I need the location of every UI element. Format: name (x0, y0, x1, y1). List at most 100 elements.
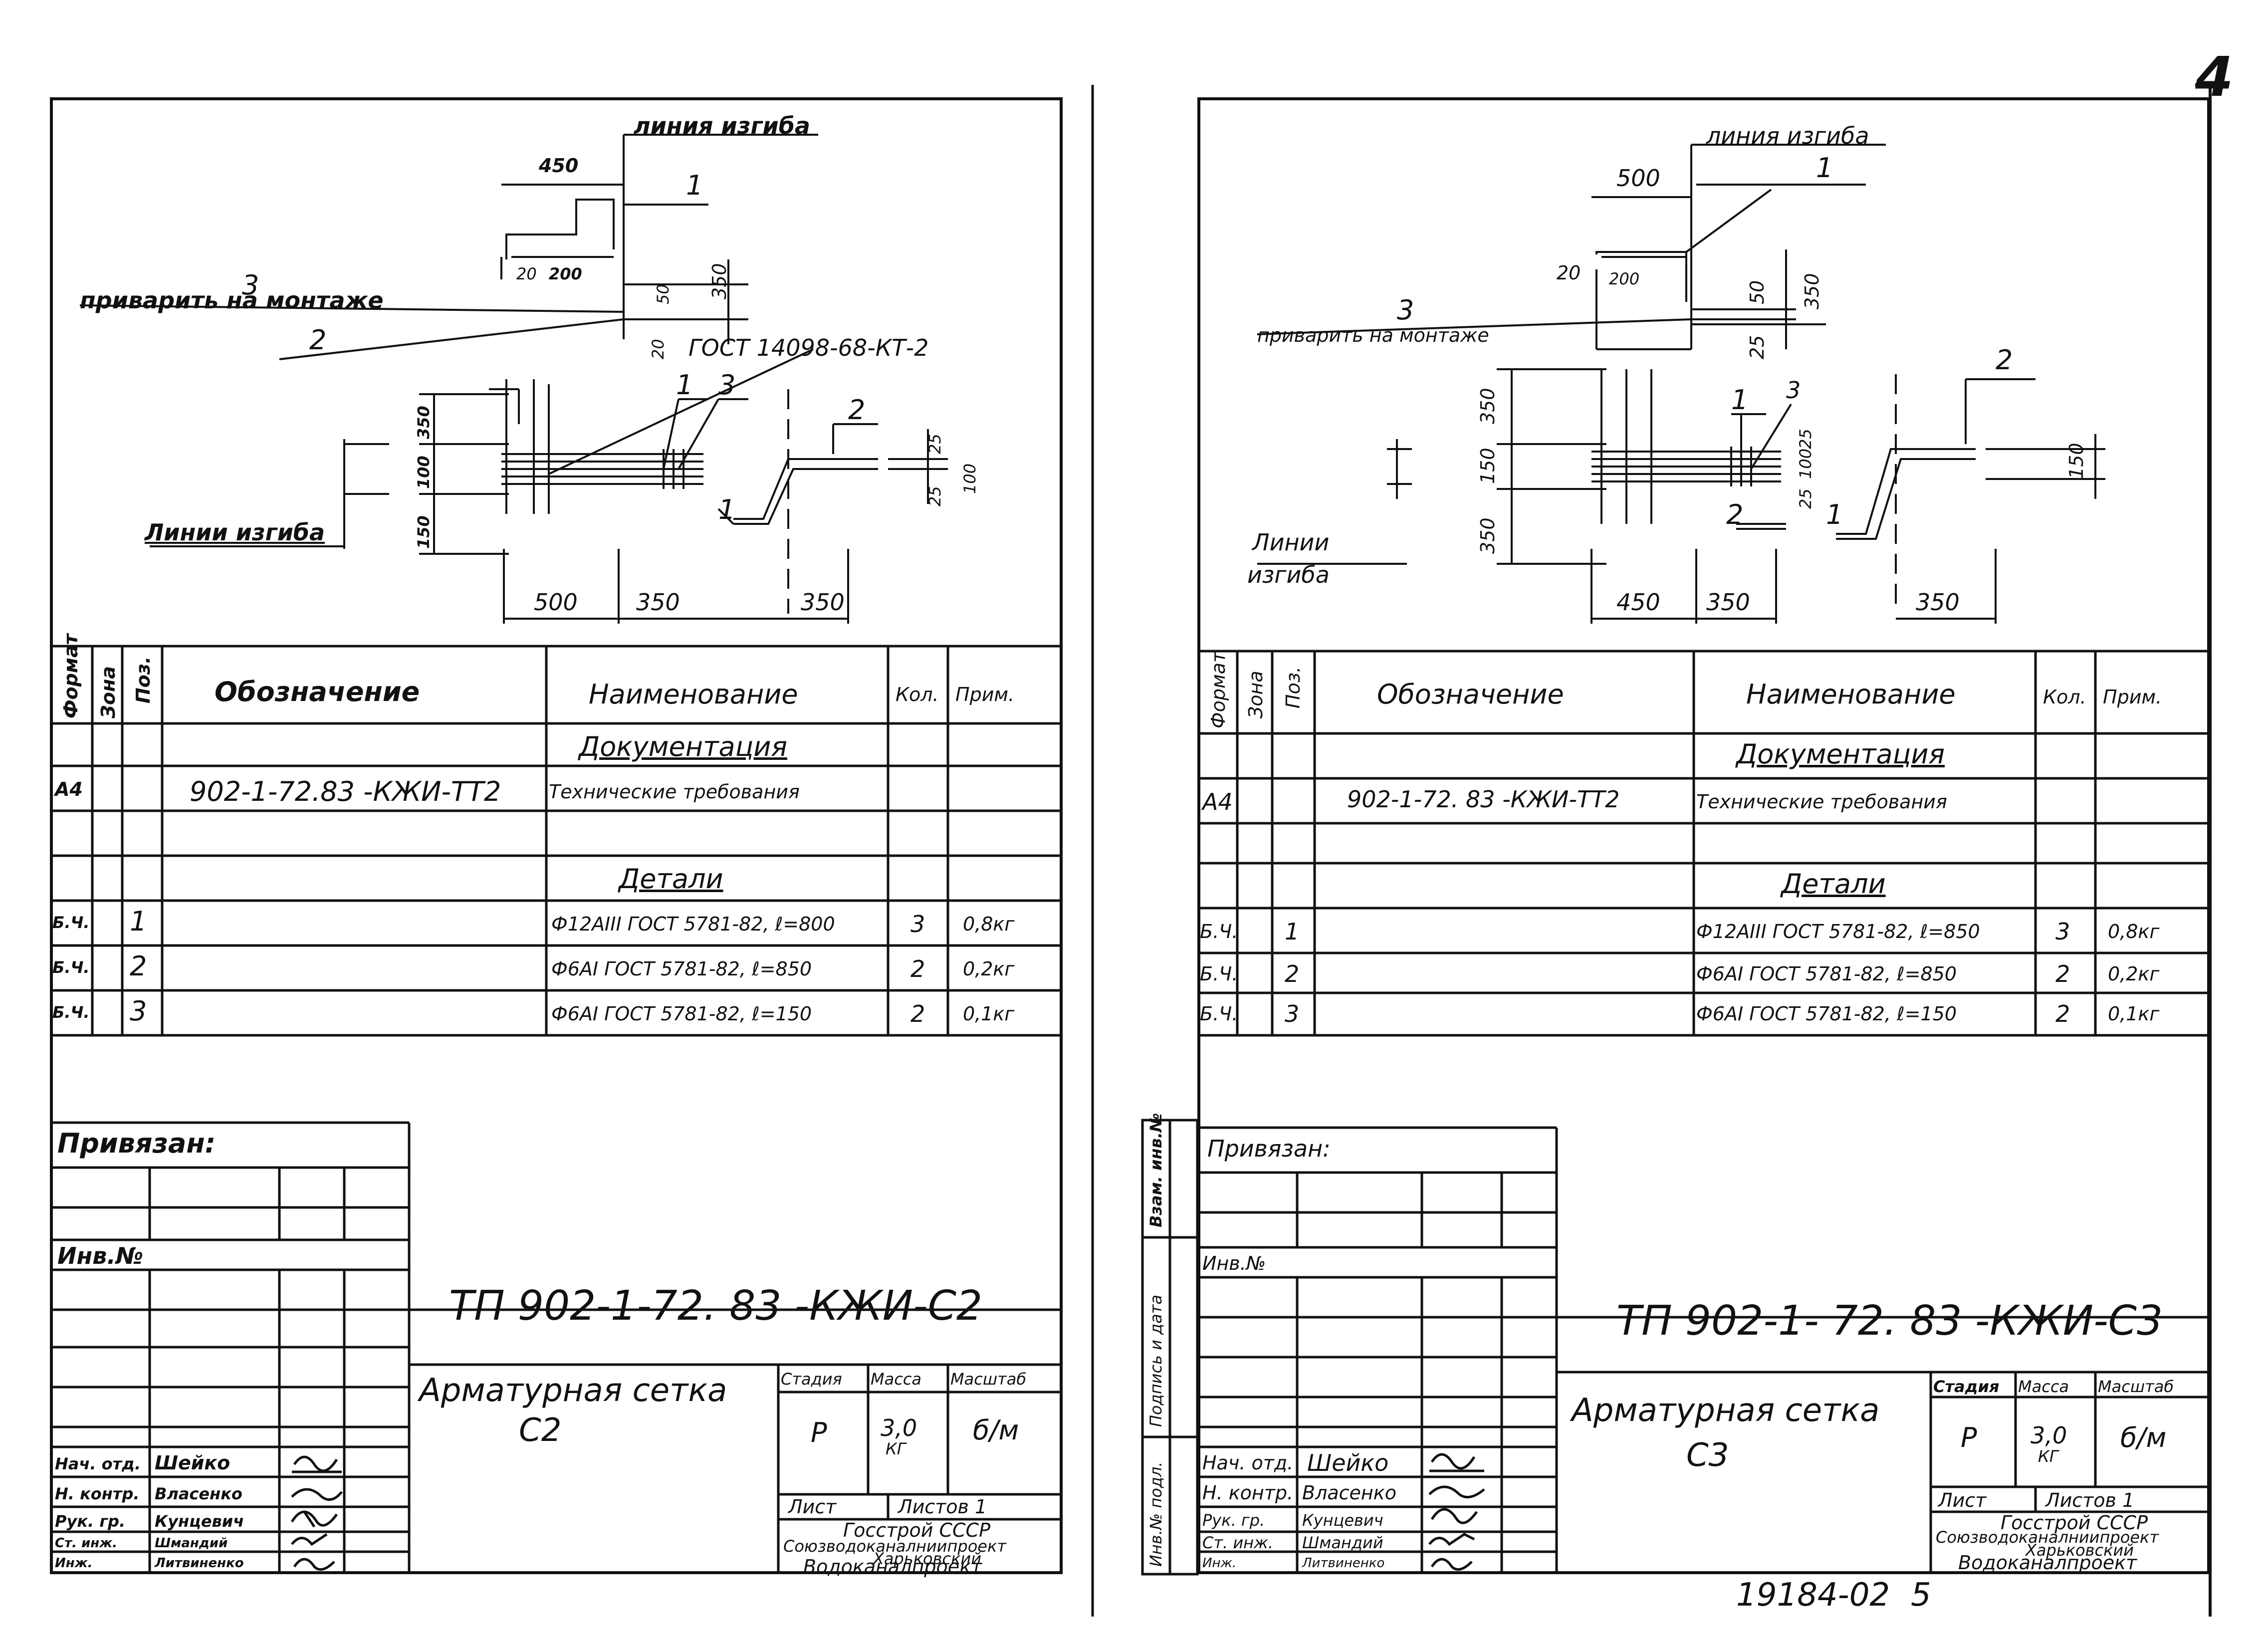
left-col-qty: Кол. (896, 684, 939, 706)
left-part1-note: 0,8кг (963, 913, 1015, 935)
right-part2-note: 0,2кг (2108, 963, 2160, 985)
right-tied-label: Привязан: (1207, 1135, 1331, 1162)
right-mass-header: Масса (2018, 1377, 2069, 1396)
right-dim-350b-h: 350 (1916, 589, 1960, 616)
left-bend-lines-label: Линии изгиба (145, 519, 325, 546)
archive-stamp: 19184-02 (1736, 1577, 1890, 1614)
right-org-line1: Госстрой СССР (2001, 1512, 2148, 1534)
left-stage-value: Р (811, 1417, 827, 1448)
right-col-designation: Обозначение (1377, 679, 1564, 710)
right-stage-value: Р (1961, 1422, 1977, 1453)
right-col-qty: Кол. (2043, 686, 2086, 708)
left-scale-header: Масштаб (950, 1370, 1027, 1389)
right-bend-line-label: линия изгиба (1706, 122, 1869, 149)
right-part1-pos: 1 (1285, 918, 1300, 945)
right-part2-pos: 2 (1285, 960, 1300, 987)
right-org-line3: Харьковский (2026, 1541, 2134, 1560)
left-col-name: Наименование (589, 679, 798, 710)
left-section-parts: Детали (619, 863, 723, 895)
left-section-pos1b: 1 (718, 494, 736, 525)
right-section-pos2: 2 (1726, 499, 1744, 530)
right-bend-lines-label2: изгиба (1247, 561, 1330, 588)
left-title-line2: С2 (519, 1412, 562, 1449)
right-pos3-label: 3 (1397, 294, 1414, 326)
right-mass-value: 3,0 (2031, 1422, 2067, 1449)
left-part3-pos: 3 (130, 995, 147, 1027)
right-part1-note: 0,8кг (2108, 921, 2160, 943)
left-signer1-role: Нач. отд. (55, 1454, 141, 1473)
left-bend-line-label: линия изгиба (634, 112, 810, 139)
left-sheet-label: Лист (788, 1496, 837, 1518)
right-section-docs: Документация (1736, 738, 1945, 770)
left-dim-350: 350 (636, 589, 680, 616)
right-part1-qty: 3 (2055, 918, 2070, 945)
left-col-designation: Обозначение (215, 676, 420, 707)
left-signer2-name: Власенко (155, 1484, 242, 1503)
left-dim-500: 500 (534, 589, 578, 616)
right-section-pos1b: 1 (1826, 499, 1843, 530)
left-org-line2: Союзводоканалниипроект (783, 1537, 1006, 1556)
left-dim-200: 200 (549, 264, 582, 283)
right-title-line1: Арматурная сетка (1572, 1392, 1880, 1429)
left-drawing-code: ТП 902-1-72. 83 -КЖИ-С2 (449, 1282, 983, 1330)
right-signer1-name: Шейко (1307, 1449, 1389, 1476)
left-signer1-name: Шейко (155, 1452, 230, 1474)
right-section-pos3: 3 (1786, 377, 1801, 404)
left-mass-header: Масса (871, 1370, 922, 1389)
left-pos1-label: 1 (686, 170, 703, 201)
right-part2-name: Ф6АI ГОСТ 5781-82, ℓ=850 (1696, 963, 1957, 985)
left-dim-350b: 350 (801, 589, 845, 616)
right-drawing-sheet (1197, 97, 2210, 1574)
left-part1-qty: 3 (910, 911, 925, 938)
right-signer3-name: Кунцевич (1302, 1511, 1383, 1530)
right-drawing-code: ТП 902-1- 72. 83 -КЖИ-С3 (1616, 1297, 2163, 1345)
left-section-pos1: 1 (676, 369, 693, 401)
right-col-note: Прим. (2103, 686, 2162, 708)
right-part2-qty: 2 (2055, 960, 2070, 987)
right-dim-200: 200 (1609, 269, 1640, 288)
right-part3-name: Ф6АI ГОСТ 5781-82, ℓ=150 (1696, 1003, 1957, 1025)
right-dim-500: 500 (1616, 165, 1660, 192)
right-org-line4: Водоканалпроект (1958, 1552, 2137, 1574)
right-doc-designation: 902-1-72. 83 -КЖИ-ТТ2 (1347, 786, 1620, 813)
left-dim-20: 20 (516, 264, 537, 283)
right-bend-lines-label1: Линии (1252, 529, 1330, 556)
left-mass-unit: КГ (886, 1439, 906, 1458)
left-signer2-role: Н. контр. (55, 1484, 140, 1503)
left-sheets-label: Листов 1 (898, 1496, 987, 1518)
left-stage-header: Стадия (781, 1370, 842, 1389)
left-part2-pos: 2 (130, 950, 147, 982)
left-pos2-label: 2 (309, 324, 327, 356)
left-part1-format: Б.Ч. (52, 913, 90, 932)
left-signer3-role: Рук. гр. (55, 1512, 126, 1531)
right-doc-format: А4 (1202, 788, 1233, 815)
right-signer2-name: Власенко (1302, 1482, 1396, 1504)
left-part3-note: 0,1кг (963, 1003, 1015, 1025)
right-section-pos1: 1 (1731, 384, 1749, 416)
right-dim-350: 350 (1706, 589, 1750, 616)
left-weld-note: приварить на монтаже (80, 287, 384, 314)
right-signer5-name: Литвиненко (1302, 1556, 1385, 1571)
right-dim-20: 20 (1557, 262, 1581, 284)
left-gost-note: ГОСТ 14098-68-КТ-2 (688, 334, 929, 361)
right-weld-note: приварить на монтаже (1257, 324, 1489, 346)
right-part3-pos: 3 (1285, 1000, 1300, 1027)
left-doc-format: А4 (55, 778, 83, 800)
right-sheet-label: Лист (1938, 1489, 1987, 1511)
right-dim-450: 450 (1616, 589, 1660, 616)
right-scale-value: б/м (2120, 1422, 2167, 1453)
left-part2-note: 0,2кг (963, 958, 1015, 980)
left-signer4-name: Шмандий (155, 1536, 228, 1551)
right-pos2-label: 2 (1996, 344, 2013, 376)
right-part3-note: 0,1кг (2108, 1003, 2160, 1025)
right-title-line2: С3 (1686, 1437, 1729, 1474)
right-signer3-role: Рук. гр. (1202, 1511, 1265, 1530)
